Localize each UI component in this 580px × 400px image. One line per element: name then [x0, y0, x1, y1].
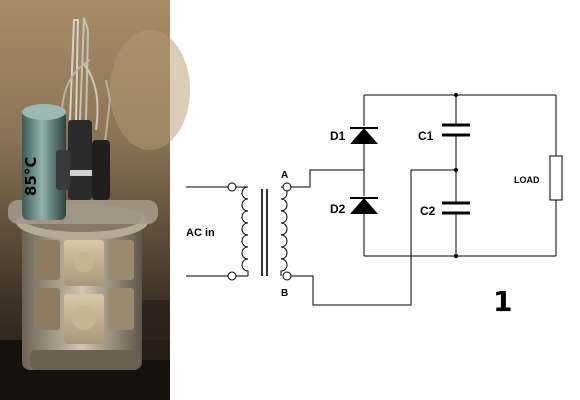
c2-label: C2	[420, 204, 436, 218]
capacitor-c2	[442, 201, 470, 215]
led-module	[108, 288, 134, 330]
node-a-label: A	[281, 170, 288, 181]
c1-label: C1	[418, 129, 434, 143]
diode-photo	[56, 120, 110, 200]
node-b-label: B	[281, 288, 288, 299]
capacitor-c1	[442, 123, 470, 137]
diode-d2	[350, 197, 378, 214]
transformer: A B	[236, 170, 292, 299]
load-resistor: LOAD	[514, 95, 563, 256]
lamp-body	[8, 200, 158, 370]
capacitor-photo: 85°C	[22, 104, 66, 220]
terminal-a	[282, 182, 292, 192]
capacitor-marking: 85°C	[22, 157, 40, 196]
capacitor-column: C1 C2	[418, 93, 470, 258]
figure-number: 1	[493, 285, 512, 318]
diode-d1	[350, 127, 378, 144]
d2-label: D2	[330, 202, 346, 216]
d1-label: D1	[330, 129, 346, 143]
terminal-in-bottom	[227, 271, 237, 281]
circuit-schematic: AC in A B	[186, 93, 563, 318]
led-module	[34, 288, 60, 330]
ac-input: AC in	[186, 182, 237, 281]
load-label: LOAD	[514, 175, 540, 185]
diode-column: D1 D2	[330, 95, 378, 256]
terminal-b	[282, 271, 292, 281]
ac-in-label: AC in	[186, 227, 215, 239]
led-module	[108, 240, 134, 280]
lamp-photo: 85°C	[0, 0, 190, 400]
wire-a	[291, 169, 364, 188]
led-module	[34, 240, 60, 280]
wire-b	[291, 169, 456, 306]
terminal-in-top	[227, 182, 237, 192]
